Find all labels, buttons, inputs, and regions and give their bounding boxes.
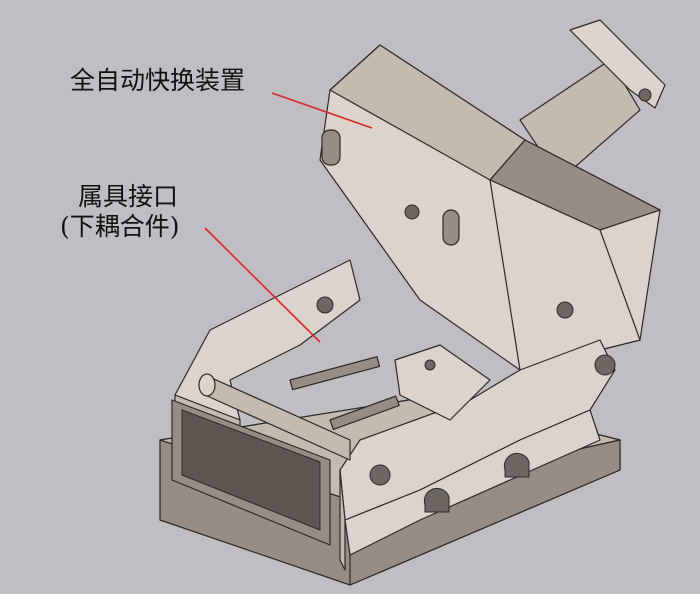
leader-line-quick-change	[271, 92, 373, 129]
front-cover-plate	[171, 399, 331, 546]
label-quick-change-device: 全自动快换装置	[70, 66, 246, 95]
quick-change-device	[319, 44, 661, 371]
roller-bar	[198, 373, 351, 461]
label-lower-coupling: (下耦合件)	[60, 212, 180, 241]
leader-line-attachment-interface	[204, 227, 321, 343]
lower-coupling-frame	[174, 259, 616, 571]
hydraulic-cylinder	[519, 19, 666, 181]
locking-mechanism	[289, 344, 491, 430]
label-attachment-interface: 属具接口	[78, 182, 179, 211]
